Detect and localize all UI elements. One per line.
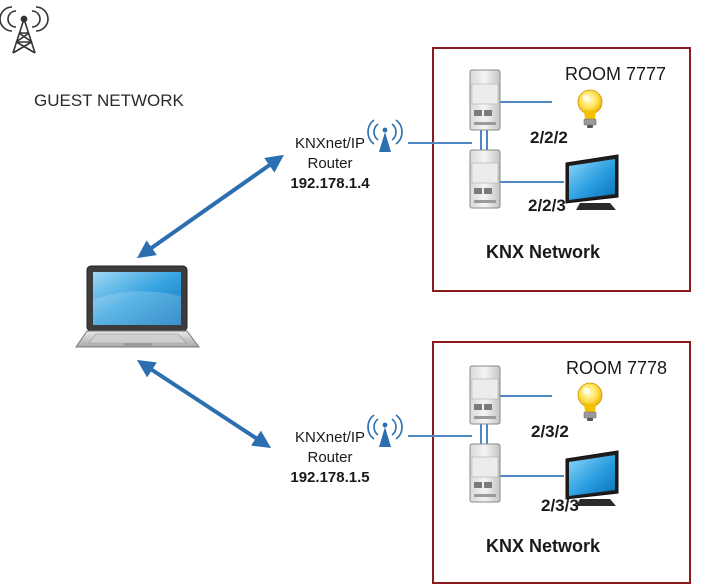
router-2-ip: 192.178.1.5 [290, 469, 370, 486]
arrow-laptop-router-2 [136, 360, 272, 448]
room-2-tv-address: 2/3/3 [541, 496, 579, 515]
router-1-role: Router [307, 155, 353, 172]
light-bulb-icon [577, 89, 603, 128]
light-bulb-icon [577, 382, 603, 421]
wifi-router-icon [367, 119, 403, 152]
room-1-tv-address: 2/2/3 [528, 196, 566, 215]
room-1-network-label: KNX Network [486, 242, 601, 262]
knx-device-icon [469, 443, 501, 503]
room-1-name: ROOM 7777 [565, 64, 667, 84]
room-2-name: ROOM 7778 [566, 358, 668, 378]
router-1-type: KNXnet/IP [294, 135, 366, 152]
router-2-type: KNXnet/IP [294, 429, 366, 446]
tv-icon [565, 450, 619, 506]
antenna-tower-icon [0, 6, 49, 54]
knx-device-icon [469, 69, 501, 131]
room-box-7777 [432, 47, 691, 292]
laptop-icon [75, 265, 200, 348]
room-2-network-label: KNX Network [486, 536, 601, 556]
router-1-label: KNXnet/IP Router 192.178.1.4 [270, 134, 390, 194]
tv-icon [565, 154, 619, 210]
room-2-light-address: 2/3/2 [531, 422, 569, 441]
room-box-7778 [432, 341, 691, 584]
router-2-role: Router [307, 449, 353, 466]
router-1-ip: 192.178.1.4 [290, 175, 370, 192]
knx-device-icon [469, 149, 501, 209]
guest-network-label: GUEST NETWORK [34, 91, 184, 110]
room-1-light-address: 2/2/2 [530, 128, 568, 147]
router-2-label: KNXnet/IP Router 192.178.1.5 [270, 428, 390, 488]
knx-device-icon [469, 365, 501, 425]
arrow-laptop-router-1 [137, 154, 284, 259]
wifi-router-icon [367, 414, 403, 447]
